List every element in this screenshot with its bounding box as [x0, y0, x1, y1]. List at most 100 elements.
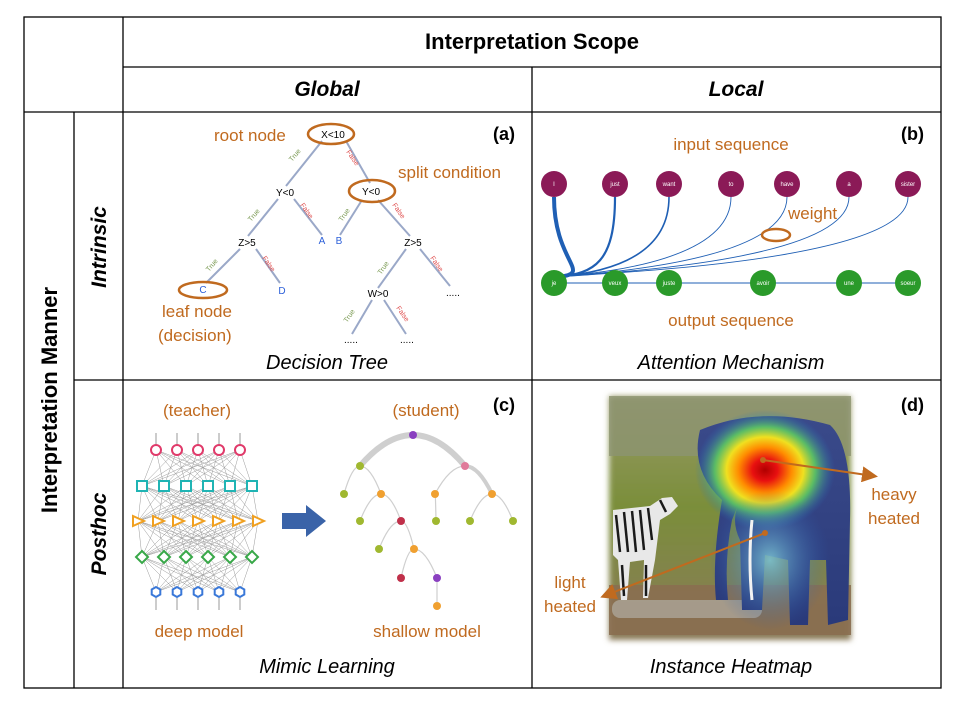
deep-model-edge — [157, 520, 231, 558]
deep-model-edge — [141, 520, 239, 558]
attention-caption: Attention Mechanism — [637, 352, 825, 374]
tree-edges — [205, 140, 451, 335]
output-token-label: avoir — [756, 281, 769, 287]
shallow-model-edge — [380, 493, 402, 522]
deep-model-edge — [185, 556, 220, 593]
deep-model-edge — [141, 520, 159, 558]
input-sequence-label: input sequence — [673, 135, 788, 154]
deep-model-edge — [137, 485, 187, 522]
svg-text:False: False — [428, 255, 444, 273]
input-token-node — [656, 171, 682, 197]
deep-model-neuron — [178, 549, 194, 565]
shallow-model-edge — [434, 465, 466, 495]
deep-model-neuron — [180, 480, 192, 492]
shallow-model-node — [433, 574, 441, 582]
deep-model-edge — [197, 556, 253, 593]
deep-model-edge — [217, 520, 253, 558]
deep-model-neuron — [224, 480, 236, 492]
deep-model-edge — [185, 556, 199, 593]
deep-model-edge — [163, 485, 239, 522]
split-highlight — [347, 178, 397, 204]
deep-model-edge — [177, 520, 253, 558]
tree-node: W>0 — [368, 289, 389, 300]
shallow-model-node — [356, 517, 364, 525]
deep-model-edge — [163, 449, 241, 487]
attention-link — [557, 196, 788, 278]
deep-model-edge — [157, 520, 209, 558]
shallow-model-node — [431, 490, 439, 498]
deep-model-neuron — [172, 514, 187, 528]
tree-leaf-c: C — [199, 285, 206, 296]
deep-model-edge — [207, 520, 219, 558]
output-token-label: une — [844, 281, 855, 287]
heatmap-photo — [609, 396, 851, 640]
heavy-heated-label-2: heated — [868, 509, 920, 528]
deep-model-edge — [141, 556, 220, 593]
deep-model-neuron — [136, 480, 148, 492]
input-token-label: want — [662, 182, 676, 188]
deep-model-edge — [155, 449, 209, 487]
deep-model-edge — [237, 520, 253, 558]
deep-model-edge — [141, 556, 241, 593]
input-token-node — [718, 171, 744, 197]
shallow-model-edge — [359, 465, 382, 495]
deep-model-edge — [137, 520, 165, 558]
deep-model-edge — [207, 556, 220, 593]
shallow-model-node — [466, 517, 474, 525]
shallow-model-edge — [469, 493, 493, 522]
deep-model-edge — [163, 520, 259, 558]
deep-model-label: deep model — [155, 622, 244, 641]
deep-model-edge — [155, 556, 209, 593]
deep-model-edge — [141, 556, 199, 593]
tree-leaf: A — [319, 236, 326, 247]
deep-model-edge — [163, 520, 239, 558]
shallow-model-edge — [343, 465, 361, 495]
output-sequence-label: output sequence — [668, 311, 794, 330]
shallow-model-node — [409, 431, 417, 439]
deep-model-edge — [185, 520, 259, 558]
deep-model-edge — [207, 556, 241, 593]
intrinsic-header: Intrinsic — [88, 206, 111, 288]
deep-model-neuron — [213, 585, 225, 599]
manner-header: Interpretation Manner — [37, 286, 62, 513]
deep-model-edge — [207, 520, 259, 558]
posthoc-header: Posthoc — [88, 492, 111, 575]
deep-model-edge — [197, 520, 209, 558]
deep-model-edge — [141, 520, 219, 558]
input-token-node — [541, 171, 567, 197]
deep-model-edge — [177, 520, 231, 558]
student-label: (student) — [392, 401, 459, 420]
deep-model-edge — [157, 520, 253, 558]
deep-model-edge — [157, 485, 231, 522]
input-token-label: to — [728, 182, 734, 188]
shallow-model-edge — [359, 493, 382, 522]
panel-heatmap: heavy heated light heated (d) Instance H… — [544, 395, 924, 678]
deep-model-neuron — [232, 514, 247, 528]
shallow-model-edge — [464, 464, 494, 495]
deep-model-neuron — [152, 514, 167, 528]
deep-model-neuron — [158, 480, 170, 492]
deep-model-edge — [141, 520, 259, 558]
input-token-node — [602, 171, 628, 197]
deep-model-edge — [155, 556, 253, 593]
deep-model-edge — [217, 520, 231, 558]
panel-a-tag: (a) — [493, 124, 515, 144]
attention-lines — [552, 196, 909, 284]
deep-model-edge — [141, 449, 220, 487]
output-token-label: je — [551, 281, 557, 287]
input-token-label: a — [847, 182, 851, 188]
shallow-model-node — [340, 490, 348, 498]
deep-model-edge — [163, 520, 219, 558]
input-token-label: I — [553, 182, 555, 188]
svg-text:False: False — [260, 255, 276, 273]
deep-model-neuron — [171, 444, 183, 456]
deep-model-nodes — [132, 444, 267, 599]
deep-model-edge — [229, 520, 259, 558]
input-token-node — [774, 171, 800, 197]
shallow-model-edge — [412, 432, 468, 468]
deep-model-edge — [163, 556, 178, 593]
deep-model-edge — [163, 520, 179, 558]
input-token-label: just — [609, 182, 620, 188]
